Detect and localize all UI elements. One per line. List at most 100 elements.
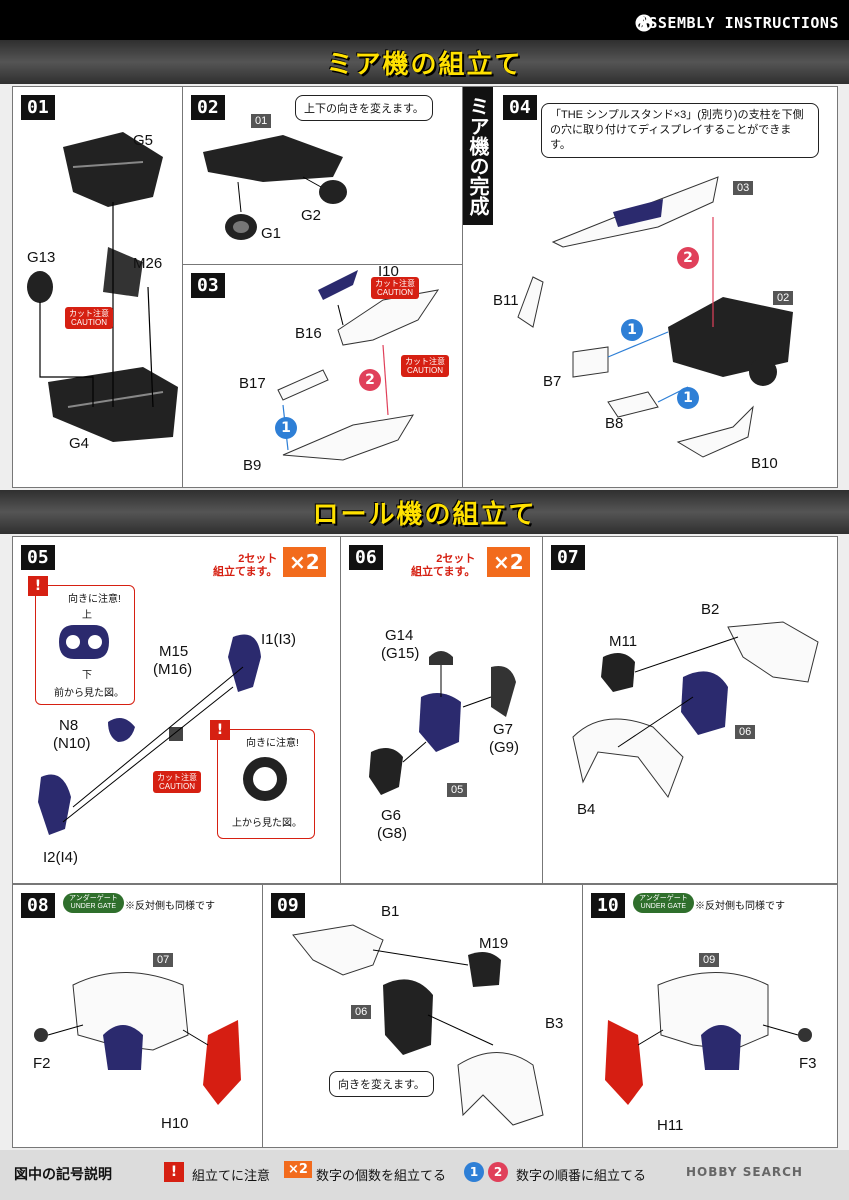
step-06-diagram xyxy=(369,651,516,795)
part-label-b4: B4 xyxy=(577,801,596,818)
part-label-f3: F3 xyxy=(799,1055,817,1072)
notice-box-top: ! 向きに注意! 上から見た図。 xyxy=(210,720,315,839)
step-05-diagram xyxy=(38,634,261,835)
step-07-diagram xyxy=(572,621,819,799)
symbol-legend: 図中の記号説明 ! 組立てに注意 ×2 数字の個数を組立てる 1 2 数字の順番… xyxy=(0,1150,849,1200)
part-label-b1: B1 xyxy=(381,903,400,920)
ref-tag: 06 xyxy=(351,1005,372,1019)
step-10-diagram xyxy=(605,972,812,1105)
order-badge-2: 2 xyxy=(677,247,699,269)
part-label-b16: B16 xyxy=(295,325,322,342)
step-09-diagram xyxy=(292,924,544,1126)
part-label-b11: B11 xyxy=(493,292,519,309)
step-02-panel: 02 上下の向きを変えます。 01 G1 G2 xyxy=(182,86,464,266)
part-top-view xyxy=(243,757,287,801)
step-number: 07 xyxy=(551,545,585,570)
ref-tag: 05 xyxy=(447,783,468,797)
legend-item-count: 数字の個数を組立てる xyxy=(316,1169,447,1184)
part-label-i10: I10 xyxy=(378,263,399,280)
watermark-text: HOBBY SEARCH xyxy=(686,1165,803,1179)
section-title-roll: ロール機の組立て xyxy=(312,500,537,530)
order-badge-2: 2 xyxy=(488,1162,508,1182)
step-number: 05 xyxy=(21,545,55,570)
step-number: 04 xyxy=(503,95,537,120)
step-08-diagram xyxy=(34,972,241,1105)
order-badge-1: 1 xyxy=(464,1162,484,1182)
step-number: 01 xyxy=(21,95,55,120)
part-label-b3: B3 xyxy=(545,1015,564,1032)
set-note: 2セット組立てます。 xyxy=(411,553,476,578)
part-label-g13: G13 xyxy=(27,249,56,266)
multiply-badge: ×2 xyxy=(283,547,326,577)
part-label-f2: F2 xyxy=(33,1055,51,1072)
part-label-b10: B10 xyxy=(751,455,778,472)
step-number: 09 xyxy=(271,893,305,918)
speech-bubble: 上下の向きを変えます。 xyxy=(295,95,433,121)
ref-tag: 02 xyxy=(773,291,794,305)
order-badge-1: 1 xyxy=(621,319,643,341)
notice-box-front: ! 向きに注意! 上 下 前から見た図。 xyxy=(28,576,135,705)
part-label-g9: (G9) xyxy=(489,739,519,756)
ref-tag: 01 xyxy=(251,114,272,128)
part-front-view xyxy=(59,625,109,659)
order-badge-2: 2 xyxy=(359,369,381,391)
part-label-g4: G4 xyxy=(69,435,90,452)
multiply-badge: ×2 xyxy=(487,547,530,577)
header-title: ASSEMBLY INSTRUCTIONS xyxy=(638,14,839,32)
speech-bubble: 「THE シンプルスタンド×3」(別売り)の支柱を下側の穴に取り付けてディスプレ… xyxy=(541,103,819,158)
vertical-title: ミア機の完成 xyxy=(463,87,493,225)
top-header-bar: ASSEMBLY INSTRUCTIONS xyxy=(0,0,849,46)
step-02-diagram xyxy=(203,135,347,240)
step-number: 08 xyxy=(21,893,55,918)
step-04-diagram xyxy=(517,176,793,458)
part-label-m11: M11 xyxy=(609,633,638,650)
part-label-n10: (N10) xyxy=(53,735,91,752)
legend-title: 図中の記号説明 xyxy=(14,1167,112,1183)
section-title-mia: ミア機の組立て xyxy=(326,50,523,80)
part-label-i2: I2(I4) xyxy=(43,849,79,866)
section-banner-mia: ミア機の組立て xyxy=(0,40,849,84)
part-label-g2: G2 xyxy=(301,207,322,224)
part-label-m15: M15 xyxy=(159,643,189,660)
ref-tag: 09 xyxy=(699,953,720,967)
part-label-g15: (G15) xyxy=(381,645,420,662)
part-label-b17: B17 xyxy=(239,375,266,392)
step-number: 10 xyxy=(591,893,625,918)
ref-tag: 06 xyxy=(735,725,756,739)
step-03-diagram xyxy=(277,270,440,461)
section-banner-roll: ロール機の組立て xyxy=(0,490,849,534)
part-label-b2: B2 xyxy=(701,601,720,618)
ref-tag: 07 xyxy=(153,953,174,967)
part-label-h11: H11 xyxy=(657,1117,684,1134)
step-number: 06 xyxy=(349,545,383,570)
exclamation-icon: ! xyxy=(164,1162,184,1182)
part-label-h10: H10 xyxy=(161,1115,189,1132)
part-label-b8: B8 xyxy=(605,415,624,432)
part-label-m16: (M16) xyxy=(153,661,193,678)
step-06-panel: 06 2セット組立てます。 ×2 G14 (G15) G7 (G9) G6 (G… xyxy=(340,536,544,884)
exclamation-icon: ! xyxy=(28,576,48,596)
part-label-g1: G1 xyxy=(261,225,282,242)
part-label-g6: G6 xyxy=(381,807,402,824)
part-label-b7: B7 xyxy=(543,373,562,390)
set-note: 2セット組立てます。 xyxy=(213,553,278,578)
step-number: 02 xyxy=(191,95,225,120)
legend-item-caution: 組立てに注意 xyxy=(192,1169,271,1184)
step-09-panel: 09 B1 M19 B3 06 向きを変えます。 xyxy=(262,884,584,1148)
part-label-i1: I1(I3) xyxy=(261,631,297,648)
note-text: ※反対側も同様です xyxy=(695,901,785,912)
order-badge-1: 1 xyxy=(275,417,297,439)
exclamation-icon: ! xyxy=(210,720,230,740)
three-dots-icon xyxy=(635,14,653,32)
step-number: 03 xyxy=(191,273,225,298)
note-text: ※反対側も同様です xyxy=(125,901,215,912)
